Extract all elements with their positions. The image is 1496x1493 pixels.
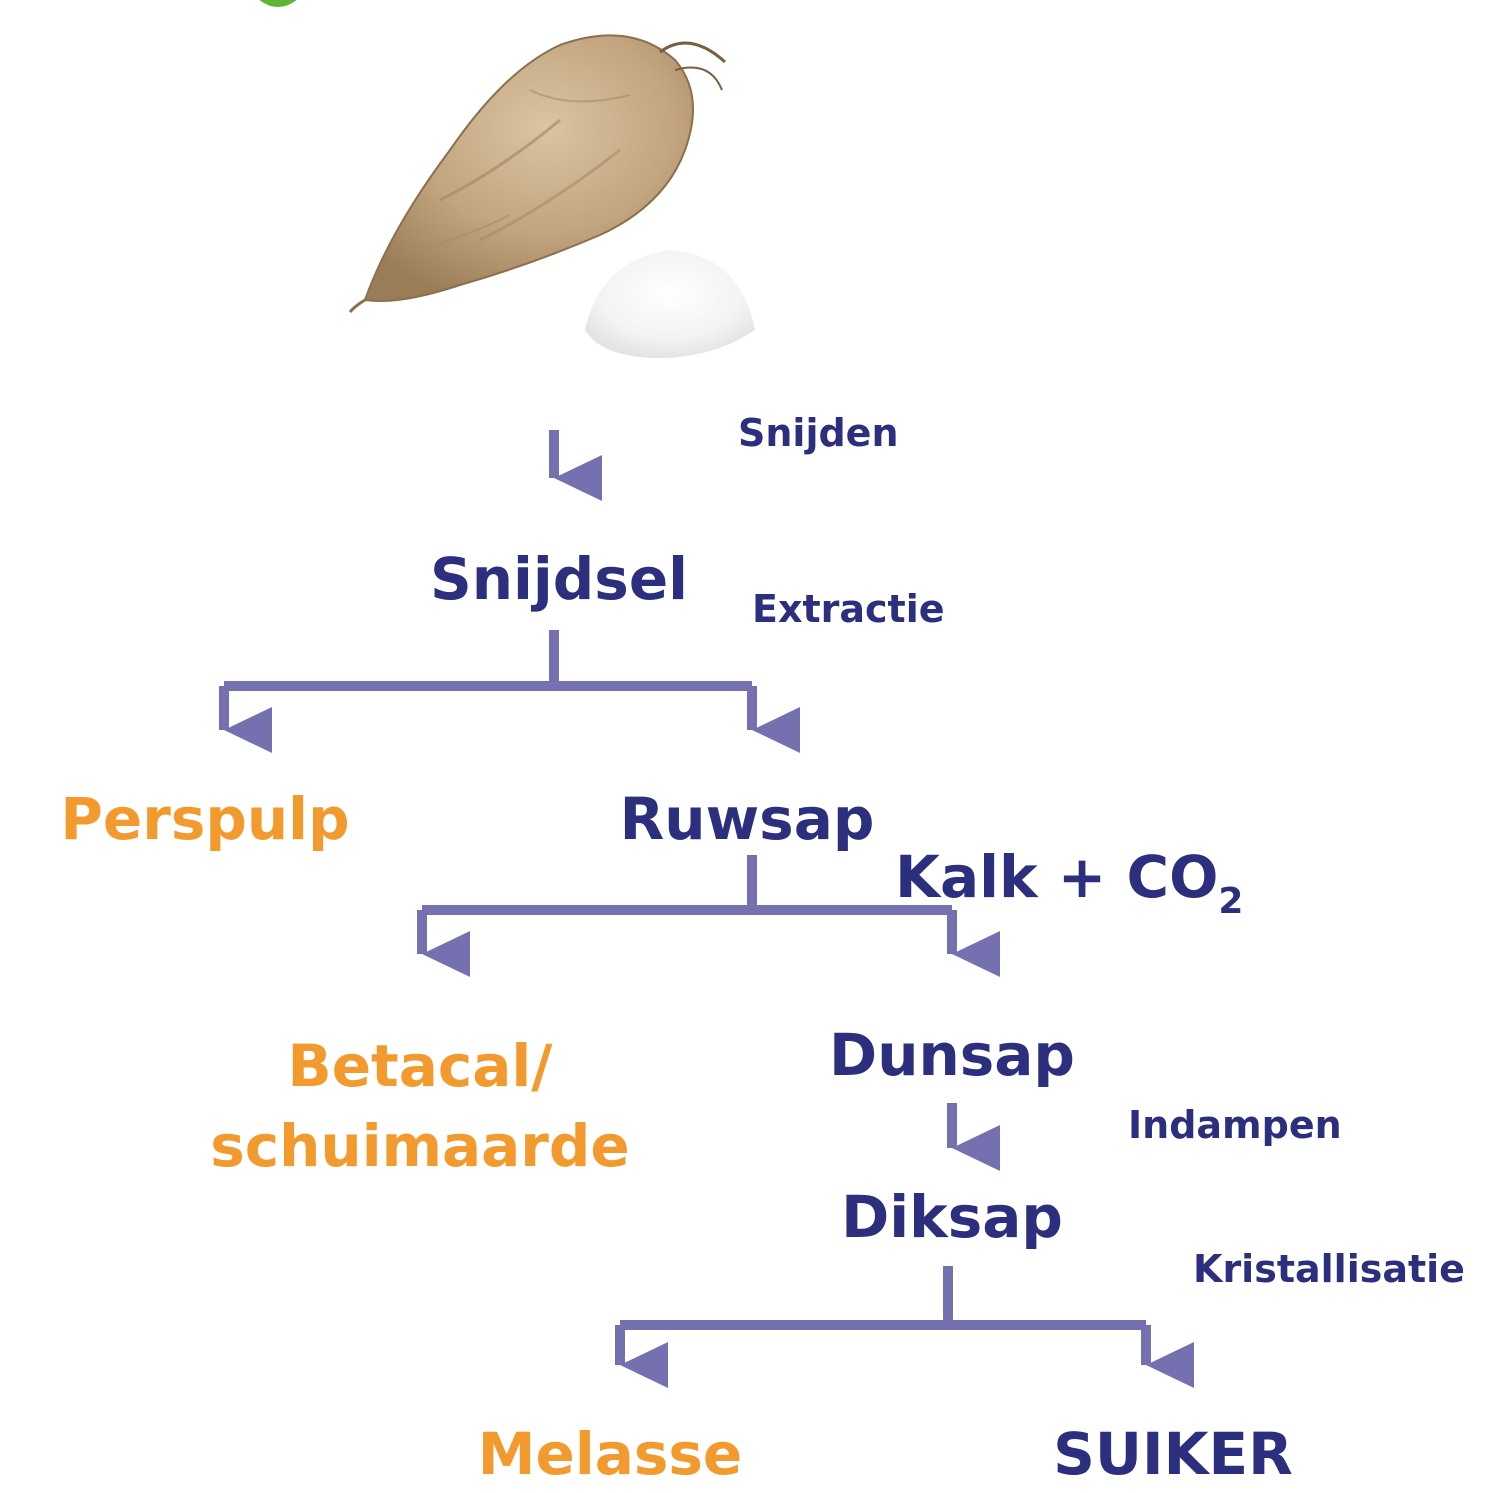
step-cutting: Snijden xyxy=(738,414,899,452)
connector-lime-stem xyxy=(422,855,952,910)
product-ruwsap: Ruwsap xyxy=(620,790,875,848)
step-lime-co2: Kalk + CO2 xyxy=(895,848,1243,906)
step-extraction: Extractie xyxy=(752,590,945,628)
product-betacal-line1: Betacal/ xyxy=(210,1026,630,1106)
step-evaporation: Indampen xyxy=(1128,1106,1342,1144)
connector-crystallisation-stem xyxy=(620,1266,1146,1325)
step-crystallisation: Kristallisatie xyxy=(1193,1250,1465,1288)
product-betacal: Betacal/ schuimaarde xyxy=(210,1026,630,1186)
product-betacal-line2: schuimaarde xyxy=(210,1106,630,1186)
product-diksap: Diksap xyxy=(841,1188,1063,1246)
co2-subscript: 2 xyxy=(1218,881,1243,922)
product-dunsap: Dunsap xyxy=(829,1026,1075,1084)
product-snijdsel: Snijdsel xyxy=(430,550,688,608)
connector-extraction-stem xyxy=(224,630,752,686)
product-perspulp: Perspulp xyxy=(60,790,349,848)
product-suiker: SUIKER xyxy=(1053,1425,1293,1483)
product-melasse: Melasse xyxy=(478,1425,742,1483)
lime-co2-text: Kalk + CO xyxy=(895,843,1218,911)
